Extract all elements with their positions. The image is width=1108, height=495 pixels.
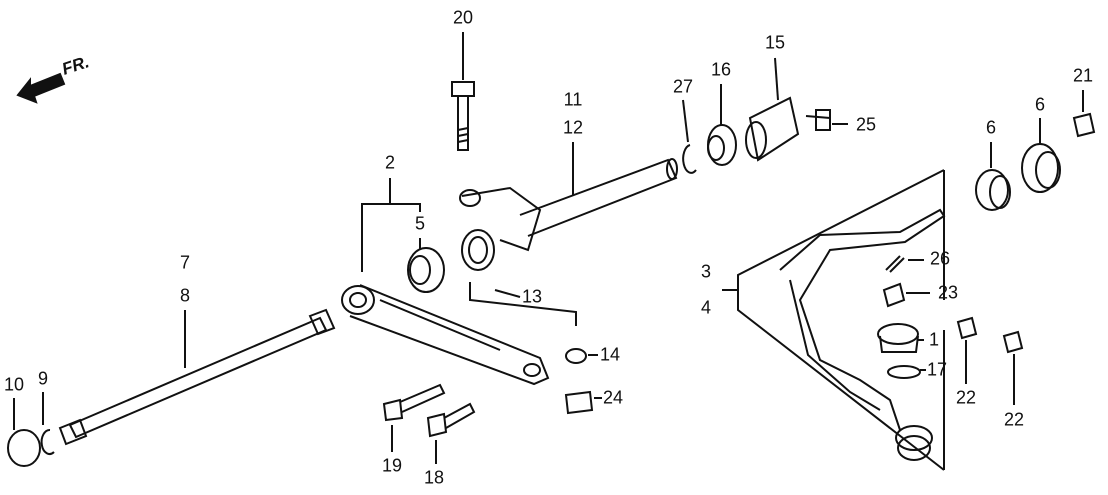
bushing-6a xyxy=(975,169,1011,211)
callout-1: 1 xyxy=(928,329,940,350)
nut-21 xyxy=(1072,112,1096,138)
snap-ring-27 xyxy=(682,144,697,174)
callout-10: 10 xyxy=(3,374,25,395)
callout-13: 13 xyxy=(521,286,543,307)
bolt-19 xyxy=(382,383,446,422)
callout-12: 12 xyxy=(562,117,584,138)
nut-23 xyxy=(882,282,906,308)
bushing-1 xyxy=(877,323,919,353)
nut-22b xyxy=(1002,330,1024,354)
callout-5: 5 xyxy=(414,213,426,234)
pivot-shaft xyxy=(459,158,678,252)
bolt-18 xyxy=(426,402,476,438)
grease-fitting-24 xyxy=(564,390,594,415)
callout-4: 4 xyxy=(700,297,712,318)
callout-2: 2 xyxy=(384,152,396,173)
callout-6a: 6 xyxy=(985,117,997,138)
callout-20: 20 xyxy=(452,7,474,28)
torsion-bar xyxy=(58,308,336,446)
callout-26: 26 xyxy=(929,248,951,269)
callout-7: 7 xyxy=(179,252,191,273)
callout-16: 16 xyxy=(710,59,732,80)
bracket-15 xyxy=(745,96,800,162)
bolt-20 xyxy=(451,81,475,151)
callout-11: 11 xyxy=(563,89,583,110)
callout-27: 27 xyxy=(672,76,694,97)
callout-22a: 22 xyxy=(955,387,977,408)
seal-13 xyxy=(461,229,495,271)
ring-17 xyxy=(887,365,921,379)
callout-19: 19 xyxy=(381,455,403,476)
callout-21: 21 xyxy=(1072,65,1094,86)
cap-10 xyxy=(7,429,41,467)
spring-26 xyxy=(885,255,905,273)
front-arrow-icon xyxy=(16,72,66,104)
callout-24: 24 xyxy=(602,387,624,408)
clip-9 xyxy=(40,429,55,455)
bushing-5 xyxy=(407,247,445,293)
bushing-6b xyxy=(1021,143,1061,193)
callout-23: 23 xyxy=(937,282,959,303)
torque-arm xyxy=(341,284,550,386)
callout-25: 25 xyxy=(855,114,877,135)
callout-22b: 22 xyxy=(1003,409,1025,430)
callout-9: 9 xyxy=(37,368,49,389)
nut-22a xyxy=(956,316,978,340)
callout-8: 8 xyxy=(179,285,191,306)
callout-17: 17 xyxy=(926,359,948,380)
bushing-16 xyxy=(707,124,737,166)
callout-3: 3 xyxy=(700,261,712,282)
callout-14: 14 xyxy=(599,344,621,365)
callout-18: 18 xyxy=(423,467,445,488)
lower-arm xyxy=(779,208,946,461)
callout-6b: 6 xyxy=(1034,94,1046,115)
callout-15: 15 xyxy=(764,32,786,53)
bolt-25 xyxy=(805,109,831,131)
washer-14 xyxy=(565,348,587,364)
